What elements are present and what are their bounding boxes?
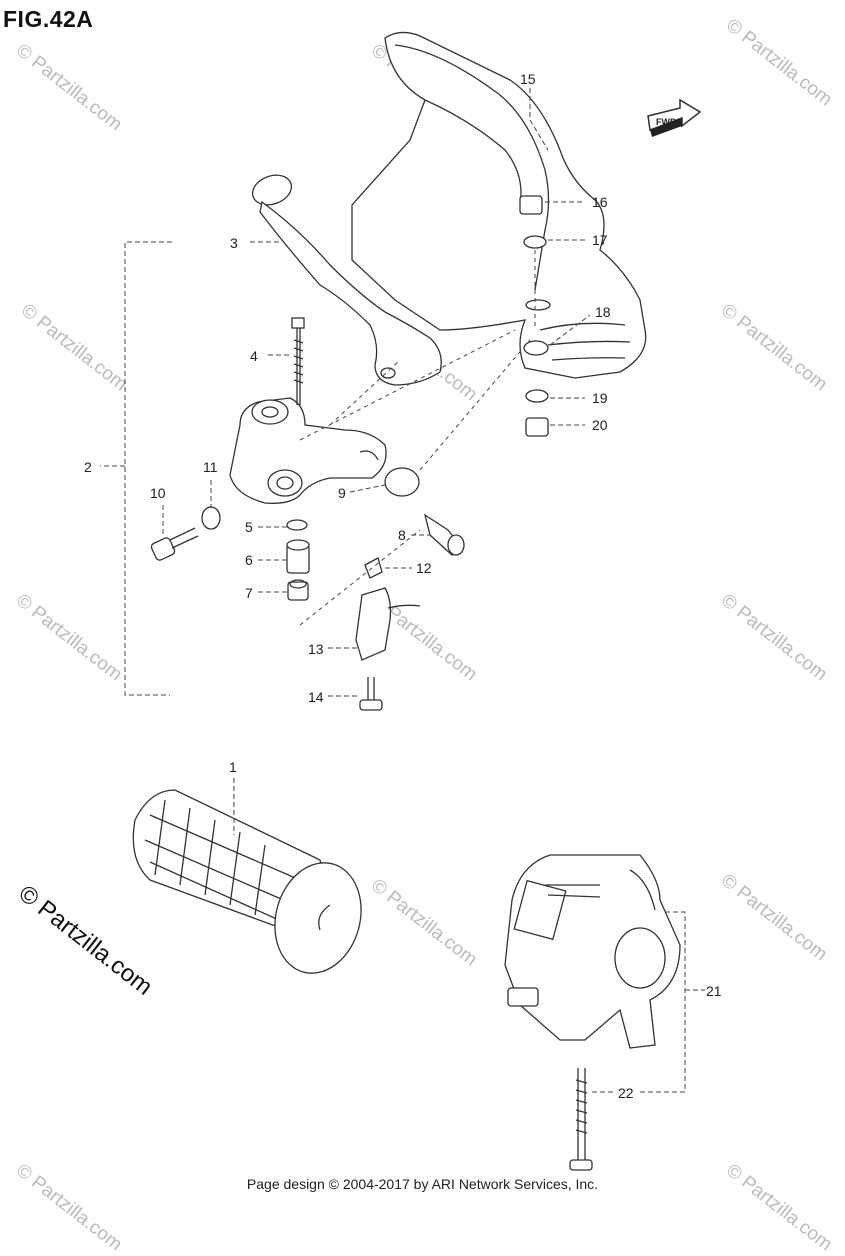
- callout-12: 12: [416, 560, 432, 576]
- callout-3: 3: [230, 235, 238, 251]
- pivot-collar-part: [384, 467, 420, 497]
- callout-9: 9: [338, 485, 346, 501]
- callout-20: 20: [592, 417, 608, 433]
- spacer-part: [286, 539, 310, 574]
- callout-5: 5: [245, 519, 253, 535]
- callout-2: 2: [84, 459, 92, 475]
- washer-part: [286, 519, 308, 531]
- nut-part: [287, 579, 309, 601]
- callout-17: 17: [592, 232, 608, 248]
- bolt-part: [423, 513, 465, 556]
- callout-14: 14: [308, 689, 324, 705]
- callout-11: 11: [203, 459, 218, 475]
- callout-21: 21: [706, 983, 722, 999]
- callout-16: 16: [592, 194, 608, 210]
- parts-diagram: FWD: [84, 31, 722, 1171]
- callout-10: 10: [150, 485, 166, 501]
- group-bracket: [124, 241, 172, 696]
- callout-18: 18: [595, 304, 611, 320]
- washer-part: [201, 506, 221, 530]
- clip-part: [364, 557, 383, 579]
- callout-22: 22: [618, 1085, 634, 1101]
- callout-6: 6: [245, 552, 253, 568]
- bolt-part: [291, 317, 305, 405]
- callout-15: 15: [520, 71, 536, 87]
- washer-part: [525, 389, 549, 403]
- lever-part: [251, 174, 442, 386]
- screw-part: [359, 677, 383, 711]
- callout-1: 1: [229, 759, 237, 775]
- callout-13: 13: [308, 641, 324, 657]
- callout-4: 4: [250, 348, 258, 364]
- callout-7: 7: [245, 585, 253, 601]
- switch-assembly-part: [504, 854, 681, 1049]
- nut-part: [525, 417, 549, 437]
- screw-part: [569, 1068, 593, 1171]
- bolt-part: [150, 527, 199, 561]
- switch-part: [355, 587, 421, 661]
- washer-part: [523, 235, 547, 249]
- fwd-label: FWD: [656, 117, 677, 127]
- callout-19: 19: [592, 390, 608, 406]
- lever-holder-part: [229, 397, 387, 504]
- page-footer: Page design © 2004-2017 by ARI Network S…: [246, 1176, 599, 1192]
- callout-8: 8: [398, 527, 406, 543]
- collar-part: [523, 340, 549, 356]
- grip-part: [132, 789, 362, 974]
- fwd-arrow-icon: FWD: [647, 98, 702, 137]
- figure-title: FIG.42A: [3, 6, 94, 32]
- nut-part: [519, 195, 543, 215]
